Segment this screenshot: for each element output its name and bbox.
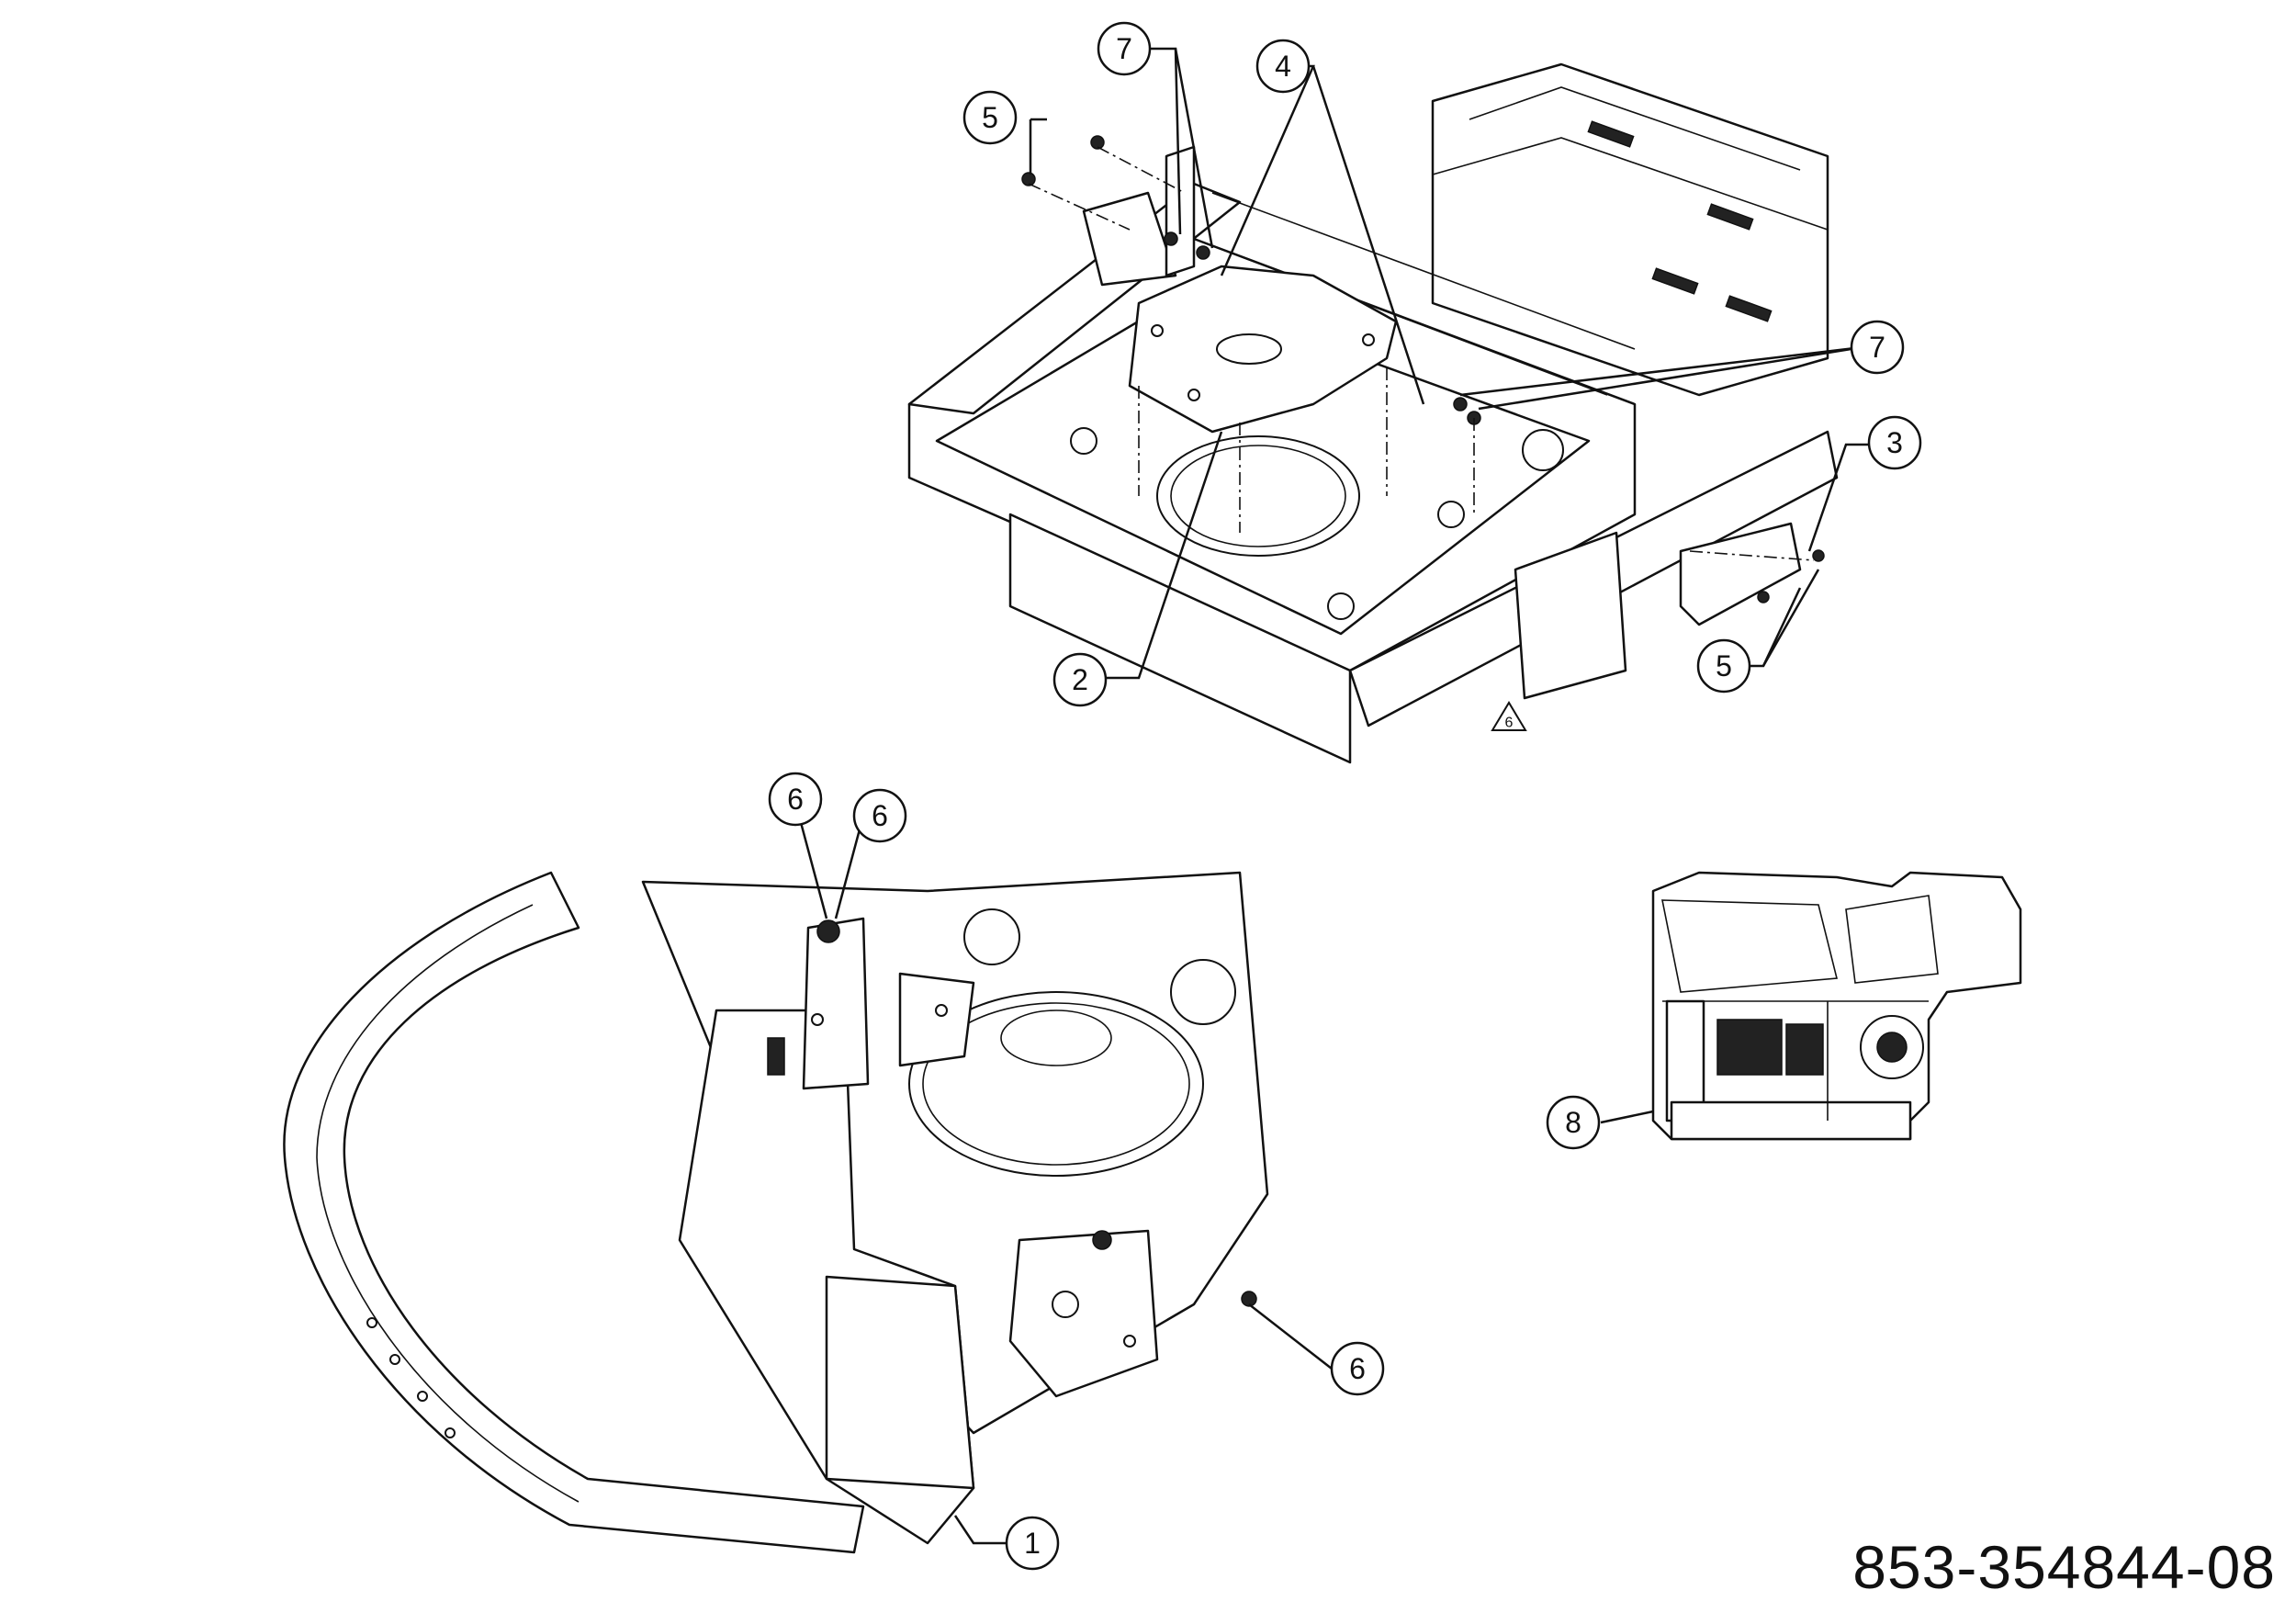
document-number: 853-354844-08 (1852, 1533, 2276, 1601)
callout-6-left: 6 (768, 772, 823, 827)
callout-4: 4 (1255, 39, 1311, 94)
callout-6-middle: 6 (852, 788, 907, 843)
callout-8-label: 8 (1565, 1106, 1581, 1139)
callout-2: 2 (1052, 652, 1108, 707)
leader-lines (797, 47, 1881, 1545)
callout-6-left-label: 6 (787, 783, 804, 816)
callout-7-top: 7 (1097, 21, 1152, 76)
engine-illustration (1651, 871, 2022, 1141)
callout-6-middle-label: 6 (872, 799, 888, 832)
callout-4-label: 4 (1275, 50, 1291, 83)
callout-7-top-label: 7 (1116, 32, 1132, 65)
callout-6-right-label: 6 (1349, 1352, 1366, 1385)
callout-3-label: 3 (1886, 426, 1903, 459)
warning-triangle-icon: 6 (1491, 701, 1527, 731)
callout-7-right-label: 7 (1869, 331, 1885, 364)
callout-6-right: 6 (1330, 1341, 1385, 1396)
callout-5-right-label: 5 (1716, 649, 1732, 682)
deck-detail-bottom (283, 871, 1269, 1554)
callout-1: 1 (1005, 1516, 1060, 1571)
callout-5-top-label: 5 (982, 101, 998, 134)
callout-5-top: 5 (962, 90, 1018, 145)
callout-2-label: 2 (1072, 663, 1088, 696)
callout-1-label: 1 (1024, 1527, 1041, 1560)
frame-assembly-top (907, 62, 1839, 764)
warning-symbol-label: 6 (1505, 716, 1514, 731)
callout-5-right: 5 (1696, 638, 1751, 694)
callout-7-right: 7 (1850, 320, 1905, 375)
callout-3: 3 (1867, 415, 1922, 470)
callout-8: 8 (1546, 1095, 1601, 1150)
